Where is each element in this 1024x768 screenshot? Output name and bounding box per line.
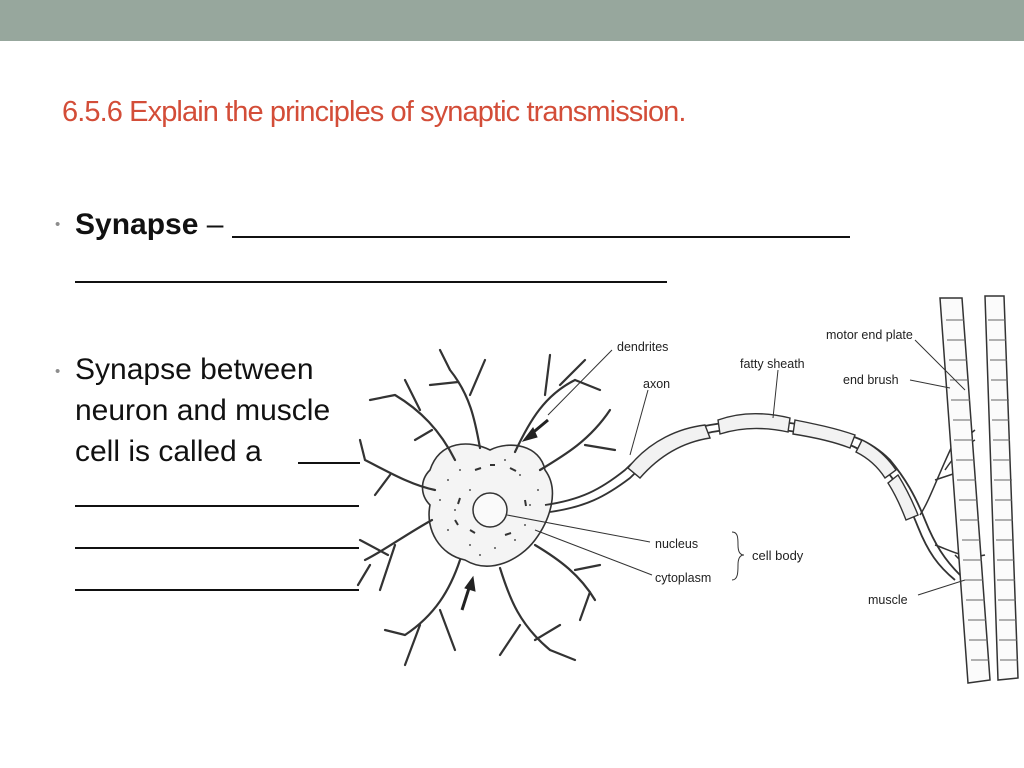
definition-separator: – xyxy=(198,208,232,241)
label-nucleus: nucleus xyxy=(655,537,698,551)
bullet-text-line: cell is called a xyxy=(75,435,262,468)
diagram-labels: dendrites axon fatty sheath motor end pl… xyxy=(617,328,913,607)
bullet-text-line: Synapse between xyxy=(75,353,314,386)
fill-blank xyxy=(231,202,850,238)
label-muscle: muscle xyxy=(868,593,908,607)
bullet-marker: • xyxy=(55,216,61,233)
bullet-neuromuscular: Synapse between neuron and muscle cell i… xyxy=(75,349,375,472)
synapse-term: Synapse xyxy=(75,208,199,241)
leader-lines xyxy=(506,339,966,596)
fill-blank-line xyxy=(75,281,667,283)
impulse-arrows xyxy=(460,418,549,611)
label-end-brush: end brush xyxy=(843,373,899,387)
fill-blank-line xyxy=(75,589,359,591)
bullet-text-line: neuron and muscle xyxy=(75,394,331,427)
slide-title: 6.5.6 Explain the principles of synaptic… xyxy=(62,96,686,128)
dendrite-branches xyxy=(356,348,617,667)
cell-body xyxy=(421,443,554,567)
fill-blank-line xyxy=(75,505,359,507)
bullet-synapse: Synapse – xyxy=(75,202,850,245)
label-motor-end-plate: motor end plate xyxy=(826,328,913,342)
fill-blank-line xyxy=(298,462,360,464)
neuron-diagram: dendrites axon fatty sheath motor end pl… xyxy=(356,295,1019,684)
nucleus-circle xyxy=(472,492,508,528)
label-fatty-sheath: fatty sheath xyxy=(740,357,805,371)
bullet-marker: • xyxy=(55,363,61,380)
label-axon: axon xyxy=(643,377,670,391)
fill-blank-line xyxy=(75,547,359,549)
fatty-sheath-segments xyxy=(627,413,919,521)
label-cytoplasm: cytoplasm xyxy=(655,571,711,585)
muscle-fibers xyxy=(939,295,1019,684)
label-dendrites: dendrites xyxy=(617,340,668,354)
label-cell-body: cell body xyxy=(752,548,804,563)
top-accent-bar xyxy=(0,0,1024,41)
